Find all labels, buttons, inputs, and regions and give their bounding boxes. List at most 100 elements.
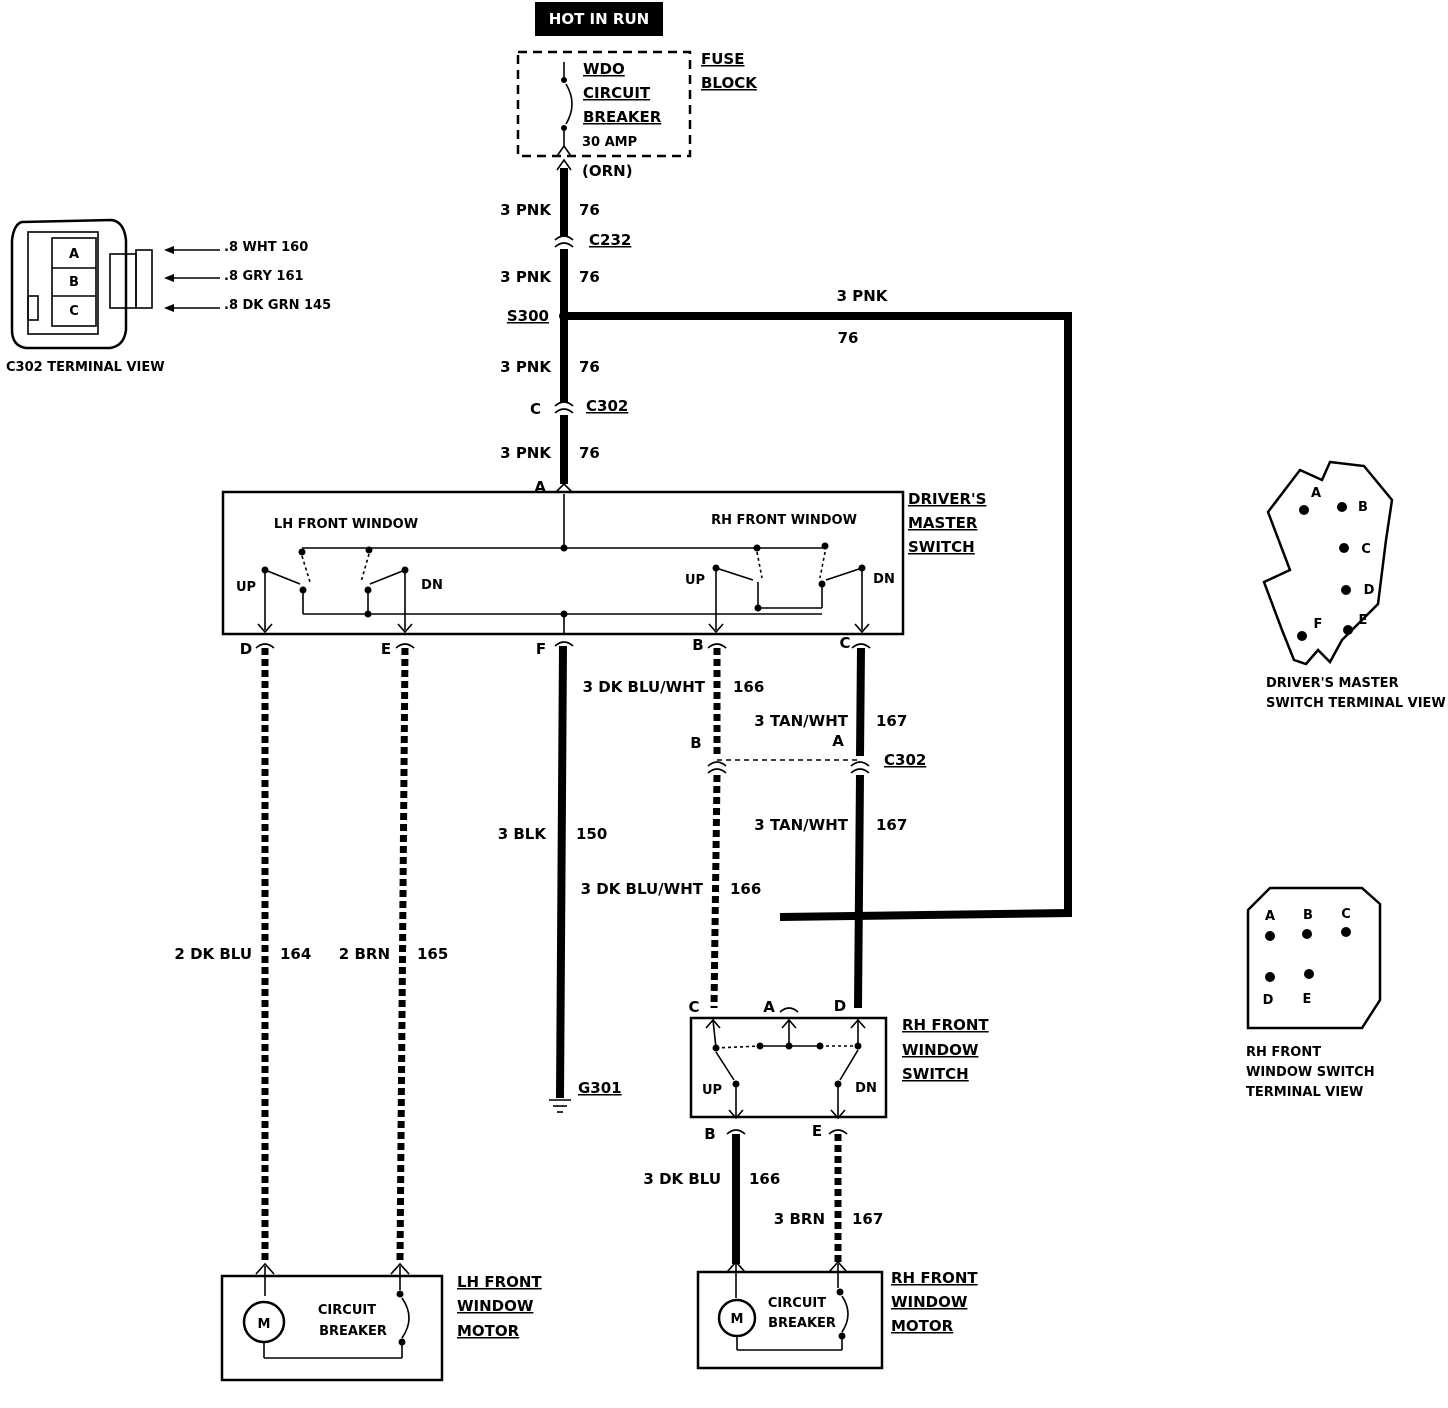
rh-view-pin-a: A — [1265, 909, 1275, 924]
fuse-block: WDO CIRCUIT BREAKER 30 AMP FUSE BLOCK (O… — [516, 50, 758, 180]
rh-dn-wire-1: 3 TAN/WHT — [754, 712, 848, 730]
rh-sw-pin-d: D — [834, 997, 846, 1015]
rh-mot-dn-circuit: 167 — [852, 1210, 883, 1228]
c302-pin-c: C — [530, 400, 541, 418]
rh-front-window-switch: C A D UP DN RH FRONT WINDOW SWITCH — [688, 997, 989, 1120]
c232-label: C232 — [589, 231, 631, 249]
seg3-wire: 3 PNK — [500, 358, 552, 376]
lh-front-window-motor: M CIRCUIT BREAKER LH FRONT WINDOW MOTOR — [220, 1262, 542, 1382]
c302-label-top: C302 — [586, 397, 628, 415]
seg4-circuit: 76 — [579, 444, 600, 462]
rh-view-pin-c: C — [1341, 907, 1351, 922]
drivers-master-switch: A DRIVER'S MASTER SWITCH LH FRONT WINDOW… — [221, 478, 986, 636]
orn-label: (ORN) — [582, 162, 633, 180]
c302b-pin-b: B — [690, 734, 701, 752]
master-view-pin-c: C — [1361, 542, 1371, 557]
branch-circuit: 76 — [838, 329, 859, 347]
master-pin-d: D — [240, 640, 252, 658]
rh-sw-pin-b: B — [704, 1125, 715, 1143]
lh-motor-title-3: MOTOR — [457, 1322, 520, 1340]
master-switch-terminal-view: A B C D E F DRIVER'S MASTER SWITCH TERMI… — [1262, 460, 1446, 711]
rh-up-label: UP — [685, 573, 705, 588]
master-pin-e: E — [381, 640, 391, 658]
rh-dn-circuit-2: 167 — [876, 816, 907, 834]
breaker-label-2: CIRCUIT — [583, 84, 651, 102]
lh-motor-breaker-2: BREAKER — [319, 1324, 387, 1339]
rh-sw-title-2: WINDOW — [902, 1041, 979, 1059]
g301-label: G301 — [578, 1079, 622, 1097]
master-view-title-2: SWITCH TERMINAL VIEW — [1266, 696, 1446, 711]
ground-wire-label: 3 BLK — [498, 825, 548, 843]
rh-motor-wires — [726, 1129, 848, 1264]
rh-dn-wire-2: 3 TAN/WHT — [754, 816, 848, 834]
master-title-3: SWITCH — [908, 538, 975, 556]
fuse-block-label-2: BLOCK — [701, 74, 758, 92]
rh-view-pin-d: D — [1263, 993, 1274, 1008]
rh-motor-title-2: WINDOW — [891, 1293, 968, 1311]
rh-front-window-label: RH FRONT WINDOW — [711, 513, 857, 528]
rh-sw-title-1: RH FRONT — [902, 1016, 989, 1034]
c302-label-bottom: C302 — [884, 751, 926, 769]
master-view-pin-e: E — [1359, 613, 1368, 628]
breaker-amp: 30 AMP — [582, 135, 637, 150]
lh-motor-wires — [255, 643, 415, 1263]
master-pin-a: A — [534, 478, 546, 496]
lh-front-window-label: LH FRONT WINDOW — [274, 517, 418, 532]
lh-dn-label: DN — [421, 578, 443, 593]
rh-view-pin-b: B — [1303, 908, 1313, 923]
rh-dn-label: DN — [873, 572, 895, 587]
rh-view-title-1: RH FRONT — [1246, 1045, 1321, 1060]
rh-sw-title-3: SWITCH — [902, 1065, 969, 1083]
lh-motor-title-1: LH FRONT — [457, 1273, 542, 1291]
breaker-label-1: WDO — [583, 60, 625, 78]
master-pin-c: C — [839, 634, 850, 652]
c302-pin-a: A — [69, 247, 79, 262]
c302-pin-c-view: C — [69, 304, 79, 319]
rh-switch-terminal-view: A B C D E RH FRONT WINDOW SWITCH TERMINA… — [1246, 886, 1382, 1100]
fuse-block-label-1: FUSE — [701, 50, 744, 68]
hot-in-run-label: HOT IN RUN — [549, 10, 649, 28]
branch-wire: 3 PNK — [837, 287, 889, 305]
rh-view-pin-e: E — [1303, 992, 1312, 1007]
rh-motor-title-3: MOTOR — [891, 1317, 954, 1335]
rh-sw-pin-c: C — [688, 998, 699, 1016]
lh-motor-m: M — [258, 1317, 271, 1332]
seg3-circuit: 76 — [579, 358, 600, 376]
lh-dn-wire: 2 BRN — [339, 945, 390, 963]
rh-up-circuit-1: 166 — [733, 678, 764, 696]
master-view-title-1: DRIVER'S MASTER — [1266, 676, 1399, 691]
rh-up-wire-1: 3 DK BLU/WHT — [583, 678, 706, 696]
c302-pin-b: B — [69, 275, 79, 290]
rh-switch-feed-wires — [707, 643, 871, 1009]
master-title-1: DRIVER'S — [908, 490, 986, 508]
master-pin-f: F — [536, 640, 546, 658]
rh-view-title-2: WINDOW SWITCH — [1246, 1065, 1375, 1080]
seg1-circuit: 76 — [579, 201, 600, 219]
ground-circuit: 150 — [576, 825, 607, 843]
main-feed-wire — [554, 158, 1072, 921]
ground-wire — [549, 641, 574, 1113]
rh-mot-up-wire: 3 DK BLU — [643, 1170, 721, 1188]
lh-up-wire: 2 DK BLU — [174, 945, 252, 963]
c302-terminal-view: A B C .8 WHT 160 .8 GRY 161 .8 DK GRN 14… — [6, 218, 331, 375]
rh-up-circuit-2: 166 — [730, 880, 761, 898]
lh-up-label: UP — [236, 580, 256, 595]
master-view-pin-a: A — [1311, 486, 1321, 501]
rh-view-title-3: TERMINAL VIEW — [1246, 1085, 1363, 1100]
lh-dn-circuit: 165 — [417, 945, 448, 963]
master-view-pin-b: B — [1358, 500, 1368, 515]
rh-motor-breaker-2: BREAKER — [768, 1316, 836, 1331]
seg2-wire: 3 PNK — [500, 268, 552, 286]
c302-wire-a: .8 WHT 160 — [224, 240, 308, 255]
rh-sw-dn: DN — [855, 1081, 877, 1096]
seg1-wire: 3 PNK — [500, 201, 552, 219]
master-view-pin-d: D — [1364, 583, 1375, 598]
rh-motor-m: M — [731, 1312, 744, 1327]
lh-up-circuit: 164 — [280, 945, 311, 963]
rh-mot-up-circuit: 166 — [749, 1170, 780, 1188]
seg2-circuit: 76 — [579, 268, 600, 286]
master-pin-b: B — [692, 636, 703, 654]
rh-front-window-motor: M CIRCUIT BREAKER RH FRONT WINDOW MOTOR — [696, 1260, 978, 1370]
c302-wire-c: .8 DK GRN 145 — [224, 298, 331, 313]
